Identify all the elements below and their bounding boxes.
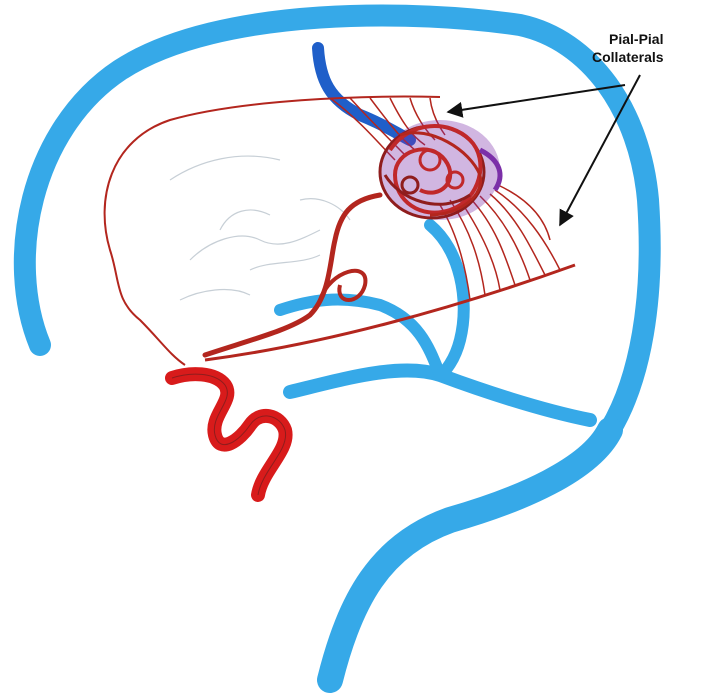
avm-nidus <box>380 120 500 220</box>
deep-vein <box>280 300 440 375</box>
annotation-arrow-1 <box>448 85 625 112</box>
annotation-label-line2: Collaterals <box>592 48 664 66</box>
brain-outline <box>170 156 350 300</box>
internal-carotid-artery <box>172 374 286 495</box>
annotation-label-line1: Pial-Pial <box>609 30 663 48</box>
superior-sagittal-sinus <box>25 15 650 430</box>
anterior-cerebral-artery <box>105 97 440 365</box>
superficial-draining-vein <box>318 48 410 140</box>
sigmoid-sinus <box>330 430 610 680</box>
